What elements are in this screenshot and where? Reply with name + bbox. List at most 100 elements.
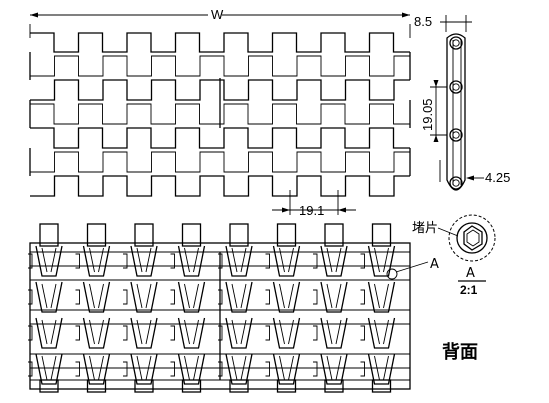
back-link: [177, 281, 206, 313]
width-label: W: [211, 7, 224, 22]
back-hook: [265, 253, 270, 269]
top-row-inner: [30, 151, 410, 173]
back-link: [177, 245, 206, 277]
back-link: [82, 245, 111, 277]
top-row-edge: [30, 79, 410, 101]
back-link-inner: [184, 283, 199, 309]
callout-a: A: [386, 257, 439, 280]
back-hook: [28, 361, 33, 377]
back-top-tab: [371, 223, 392, 247]
back-hook: [170, 289, 175, 305]
back-link-inner: [89, 319, 104, 345]
back-hook: [123, 361, 128, 377]
back-link-inner: [184, 247, 199, 273]
back-link-inner: [326, 283, 342, 309]
top-row-edge: [30, 175, 410, 197]
back-link-inner: [231, 355, 247, 381]
side-pin-inner: [452, 179, 460, 187]
back-hook: [28, 325, 33, 341]
back-hook: [28, 289, 33, 305]
detail-a: 堵片 A 2:1: [412, 214, 496, 297]
back-hook: [360, 289, 365, 305]
top-pitch-dimension: 19.1: [272, 190, 356, 218]
back-link: [367, 245, 396, 277]
back-link-inner: [231, 319, 247, 345]
back-link: [225, 281, 253, 313]
back-link-inner: [374, 283, 389, 309]
back-bottom-tab: [324, 379, 344, 393]
back-link-inner: [89, 355, 104, 381]
back-hook: [265, 325, 270, 341]
back-link-inner: [41, 319, 57, 345]
back-hook: [313, 325, 318, 341]
back-link: [272, 245, 301, 277]
back-link: [320, 245, 348, 277]
back-hook: [123, 289, 128, 305]
back-hook: [123, 253, 128, 269]
callout-a-label: A: [430, 257, 439, 272]
back-link-inner: [89, 283, 104, 309]
back-view: A: [28, 223, 439, 393]
back-link: [367, 353, 396, 385]
back-link: [130, 353, 158, 385]
back-link-inner: [279, 355, 294, 381]
back-link: [82, 281, 111, 313]
back-link: [272, 281, 301, 313]
side-pitch-label: 19.05: [420, 98, 435, 131]
back-link: [320, 353, 348, 385]
back-top-tab: [181, 223, 202, 247]
side-view: 8.5 19.05 4.25: [414, 14, 510, 191]
back-top-tab: [39, 223, 59, 247]
side-pin-outer: [449, 128, 463, 142]
back-hook: [75, 289, 80, 305]
side-profile: [446, 33, 466, 191]
back-hook: [75, 361, 80, 377]
back-link: [177, 353, 206, 385]
back-hook: [170, 361, 175, 377]
back-hook: [360, 325, 365, 341]
back-link: [367, 281, 396, 313]
back-link-inner: [374, 319, 389, 345]
back-link-inner: [41, 247, 57, 273]
back-view-modules: [28, 223, 410, 393]
back-hook: [28, 253, 33, 269]
back-hook: [360, 253, 365, 269]
back-link-inner: [136, 355, 152, 381]
side-pitch-dimension: 19.05: [420, 80, 447, 142]
back-link: [82, 317, 111, 349]
back-hook: [75, 253, 80, 269]
back-link-inner: [279, 247, 294, 273]
back-link: [82, 353, 111, 385]
back-bottom-tab: [371, 379, 392, 393]
back-hook: [123, 325, 128, 341]
detail-scale: 2:1: [460, 283, 478, 297]
back-hook: [170, 253, 175, 269]
back-link: [35, 281, 63, 313]
back-bottom-tab: [86, 379, 107, 393]
back-link: [130, 317, 158, 349]
back-top-tab: [134, 223, 154, 247]
back-top-tab: [324, 223, 344, 247]
back-top-tab: [86, 223, 107, 247]
back-bottom-tab: [134, 379, 154, 393]
top-row-edge: [30, 127, 410, 149]
top-row-inner: [30, 103, 410, 125]
back-link: [177, 317, 206, 349]
back-link-inner: [184, 355, 199, 381]
back-link-inner: [279, 319, 294, 345]
back-link: [130, 245, 158, 277]
side-pin-outer: [449, 176, 463, 190]
thickness-label: 8.5: [414, 14, 432, 29]
back-link: [130, 281, 158, 313]
back-link-inner: [41, 355, 57, 381]
back-link: [272, 317, 301, 349]
width-dimension: W: [29, 6, 411, 38]
back-hook: [313, 361, 318, 377]
back-hook: [265, 361, 270, 377]
back-link-inner: [374, 355, 389, 381]
back-link: [272, 353, 301, 385]
back-bottom-tab: [39, 379, 59, 393]
back-link: [35, 317, 63, 349]
back-link-inner: [184, 319, 199, 345]
back-bottom-tab: [181, 379, 202, 393]
